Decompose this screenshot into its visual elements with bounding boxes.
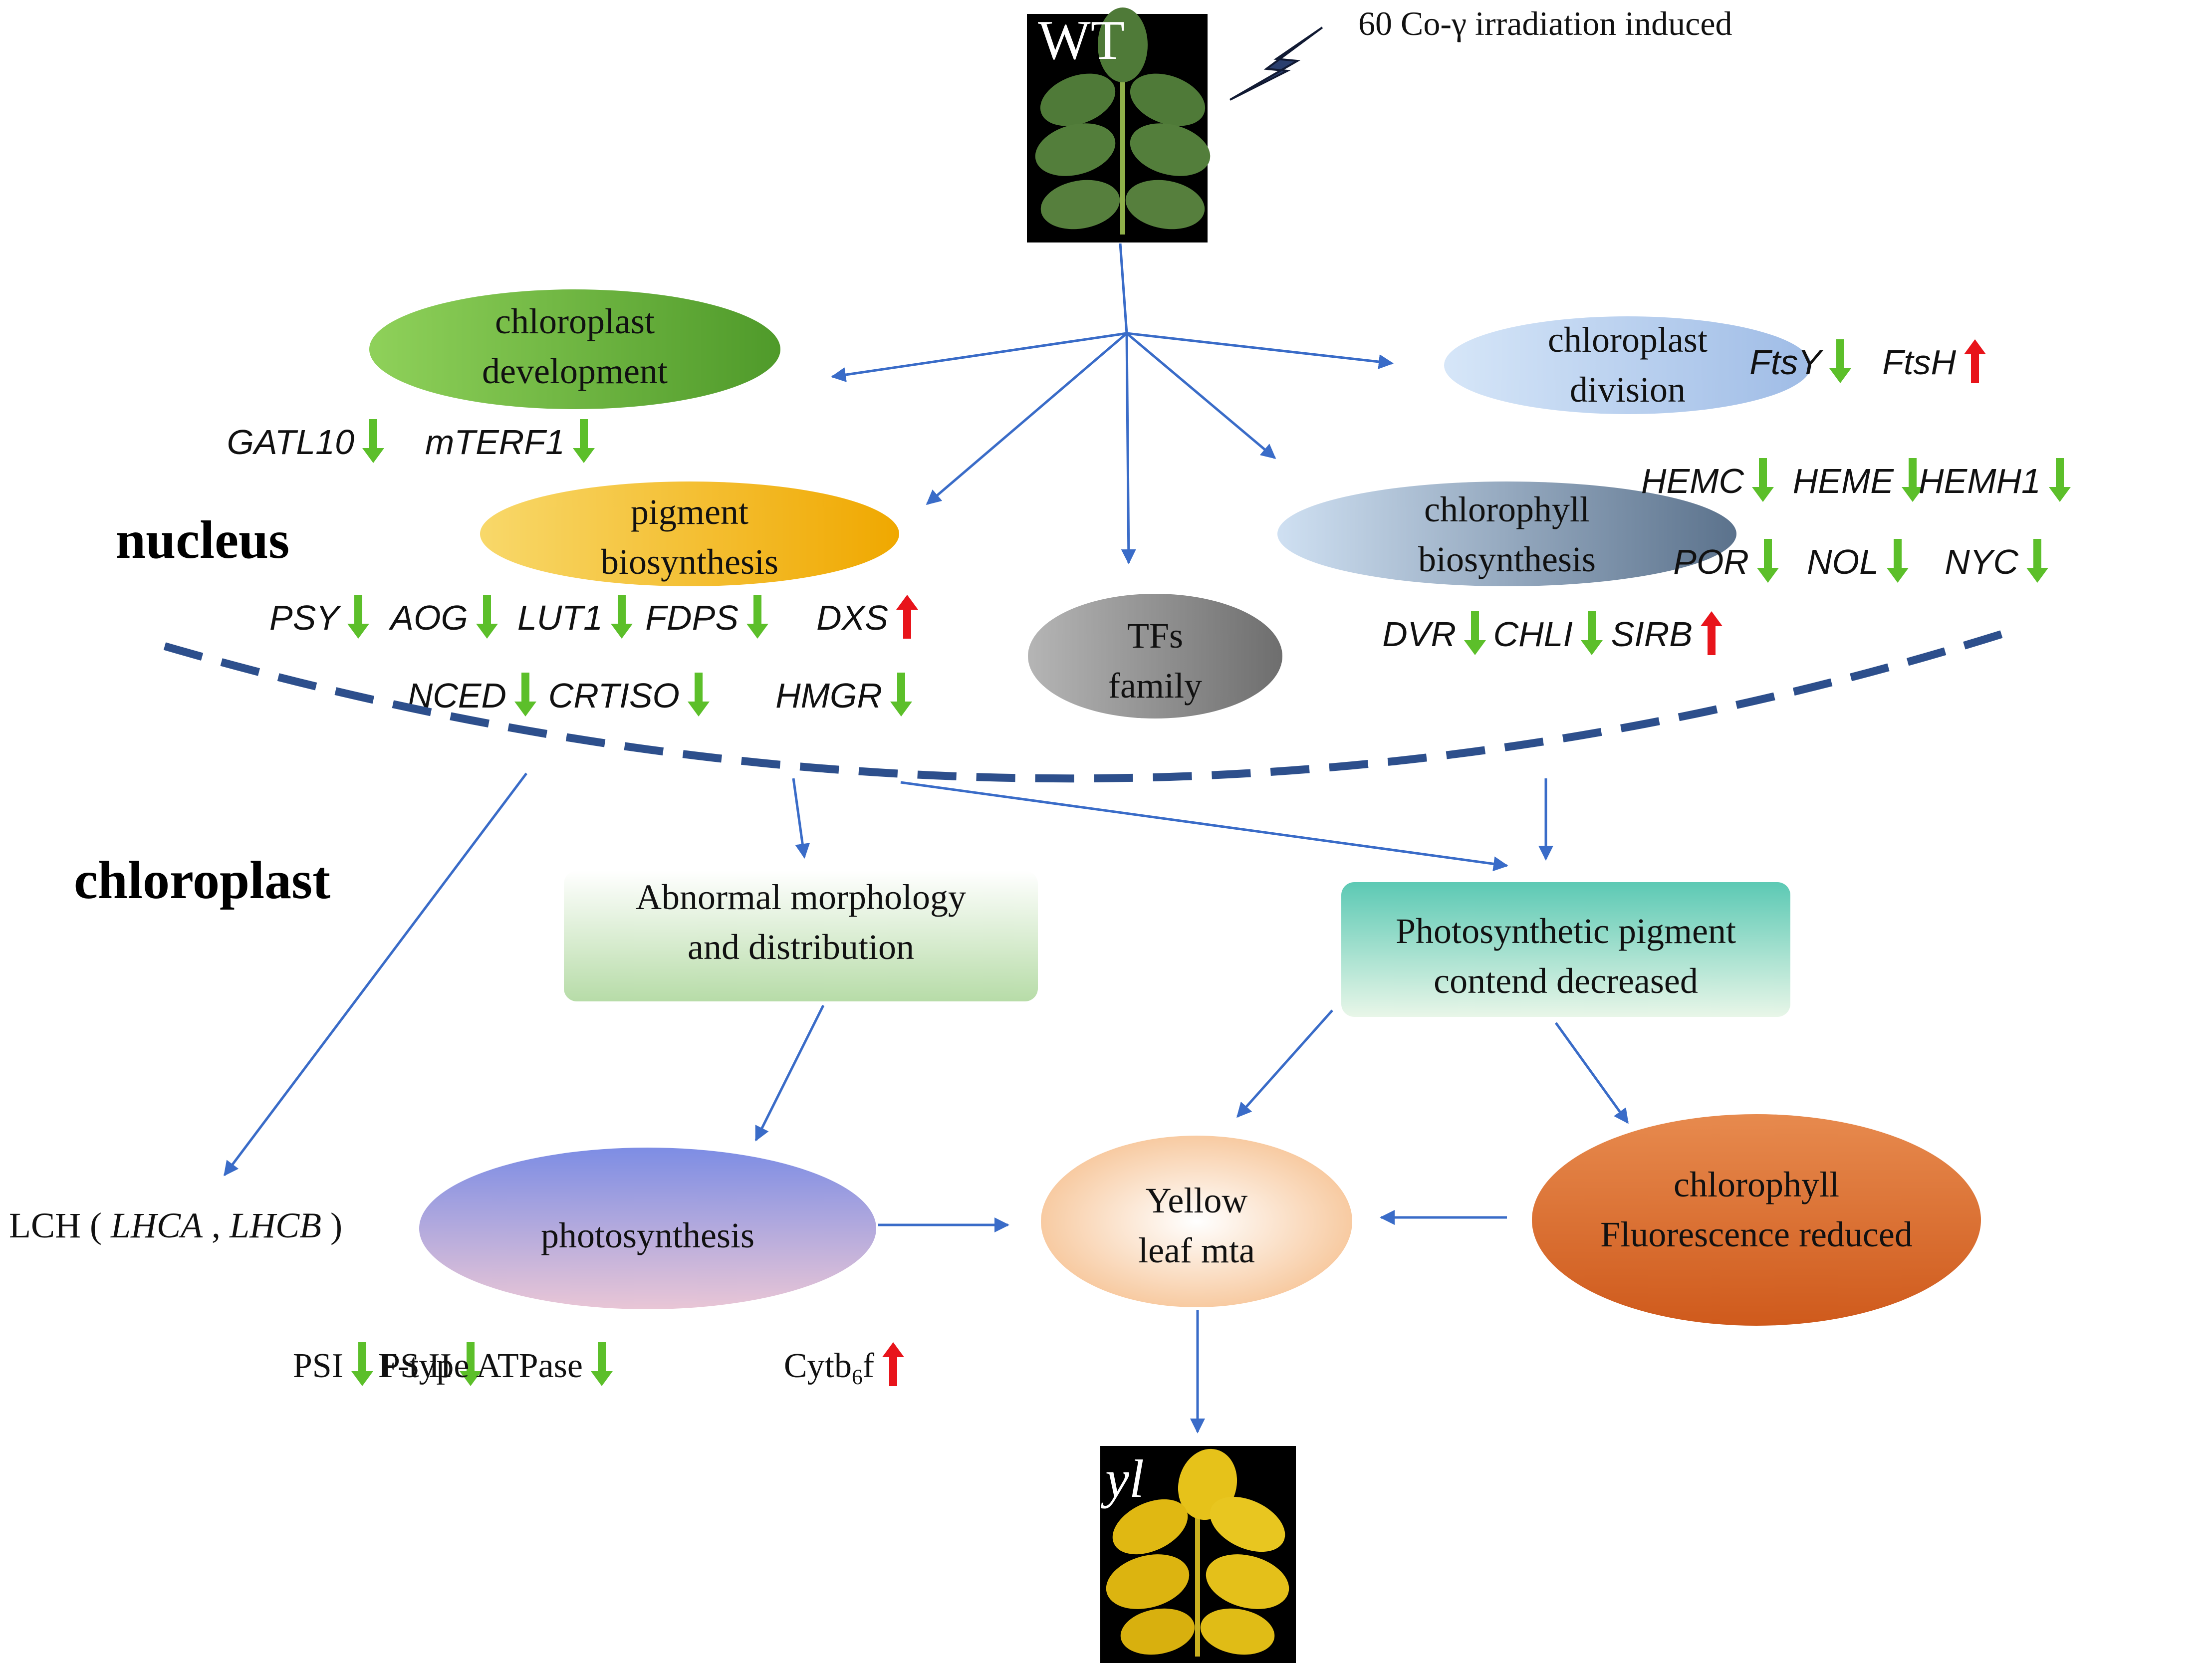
down-arrow-icon	[460, 1342, 482, 1386]
node-chlorophyll-fluorescence: chlorophyll Fluorescence reduced	[1532, 1114, 1981, 1326]
gene-label: PS II	[381, 1347, 452, 1385]
node-label: and distribution	[688, 927, 914, 967]
node-tfs-family: TFs family	[1028, 594, 1282, 718]
boundary-arrows	[224, 772, 1629, 1433]
gene-label: CRTISO	[548, 676, 680, 715]
down-arrow-icon	[1752, 458, 1774, 502]
up-arrow-icon	[896, 595, 918, 639]
node-label: TFs	[1127, 616, 1183, 656]
node-pigment-biosynthesis: pigment biosynthesis	[480, 481, 899, 586]
down-arrow-icon	[514, 673, 536, 717]
node-label: contend decreased	[1434, 961, 1698, 1001]
gene-label: POR	[1673, 542, 1749, 581]
region-nucleus-label: nucleus	[116, 510, 289, 570]
gene-label: LUT1	[517, 598, 603, 637]
gene-label: FtsY	[1749, 343, 1823, 382]
gene-label: PSI	[293, 1347, 343, 1385]
lightning-icon	[1229, 26, 1323, 101]
node-label: development	[482, 351, 668, 391]
chloroplast-envelope-dashed	[163, 627, 2012, 783]
down-arrow-icon	[1757, 539, 1779, 583]
node-label: biosynthesis	[1418, 539, 1596, 579]
up-arrow-icon	[1701, 611, 1722, 655]
gene-label: GATL10	[227, 423, 355, 462]
up-arrow-icon	[1964, 339, 1986, 383]
down-arrow-icon	[591, 1342, 613, 1386]
gene-label: mTERF1	[425, 423, 565, 462]
down-arrow-icon	[1581, 611, 1603, 655]
down-arrow-icon	[2049, 458, 2071, 502]
node-label: Yellow	[1146, 1181, 1248, 1220]
wt-leaf-image: WT	[1027, 7, 1211, 242]
gene-label: NOL	[1807, 542, 1879, 581]
node-yellow-leaf: Yellow leaf mta	[1041, 1136, 1352, 1307]
down-arrow-icon	[1887, 539, 1909, 583]
down-arrow-icon	[362, 419, 384, 463]
gene-label: F-type ATPase	[378, 1347, 583, 1385]
down-arrow-icon	[476, 595, 498, 639]
wt-label: WT	[1038, 9, 1125, 71]
node-chloroplast-development: chloroplast development	[369, 289, 780, 409]
node-label: pigment	[631, 492, 748, 532]
node-label: Abnormal morphology	[636, 877, 966, 917]
node-abnormal-morphology: Abnormal morphology and distribution	[564, 871, 1038, 1001]
gene-label: CHLI	[1493, 615, 1573, 654]
gene-label: HEMC	[1641, 462, 1744, 500]
hub-arrows	[831, 243, 1394, 564]
gene-label: HEMH1	[1919, 462, 2041, 500]
down-arrow-icon	[1829, 339, 1851, 383]
node-label: chloroplast	[1548, 320, 1708, 360]
node-label: division	[1570, 370, 1686, 410]
node-label: Fluorescence reduced	[1600, 1214, 1913, 1254]
gene-label: DXS	[816, 598, 888, 637]
node-label: leaf mta	[1138, 1230, 1255, 1270]
node-label: chlorophyll	[1674, 1165, 1839, 1204]
irradiation-label: 60 Co-γ irradiation induced	[1358, 4, 1732, 42]
up-arrow-icon	[882, 1342, 904, 1386]
down-arrow-icon	[1464, 611, 1486, 655]
gene-label: SIRB	[1611, 615, 1693, 654]
down-arrow-icon	[347, 595, 369, 639]
lch-label: LCH ( LHCA , LHCB )	[9, 1205, 342, 1245]
node-chloroplast-division: chloroplast division	[1444, 316, 1811, 414]
gene-label: DVR	[1382, 615, 1456, 654]
node-label: chloroplast	[495, 301, 655, 341]
gene-label: PSY	[269, 598, 341, 637]
gene-label: Cytb6f	[784, 1347, 875, 1389]
node-label: Photosynthetic pigment	[1396, 911, 1736, 951]
gene-label: FtsH	[1882, 343, 1956, 382]
node-chlorophyll-biosynthesis: chlorophyll biosynthesis	[1277, 481, 1736, 586]
yl-leaf-image: yl	[1100, 1446, 1296, 1663]
node-label: family	[1108, 666, 1202, 706]
down-arrow-icon	[611, 595, 633, 639]
gene-label: HMGR	[775, 676, 882, 715]
node-photosynthesis: photosynthesis	[419, 1148, 876, 1309]
down-arrow-icon	[890, 673, 912, 717]
down-arrow-icon	[688, 673, 710, 717]
gene-label: FDPS	[645, 598, 738, 637]
gene-label: AOG	[388, 598, 468, 637]
gene-label: NYC	[1945, 542, 2018, 581]
node-pigment-content: Photosynthetic pigment contend decreased	[1341, 882, 1790, 1017]
down-arrow-icon	[2026, 539, 2048, 583]
down-arrow-icon	[746, 595, 768, 639]
node-label: biosynthesis	[601, 542, 778, 582]
node-label: chlorophyll	[1424, 489, 1590, 529]
down-arrow-icon	[1902, 458, 1924, 502]
gene-label: HEME	[1793, 462, 1895, 500]
down-arrow-icon	[351, 1342, 373, 1386]
yl-label: yl	[1100, 1449, 1144, 1509]
node-label: photosynthesis	[541, 1215, 754, 1255]
region-chloroplast-label: chloroplast	[74, 851, 330, 910]
down-arrow-icon	[573, 419, 595, 463]
